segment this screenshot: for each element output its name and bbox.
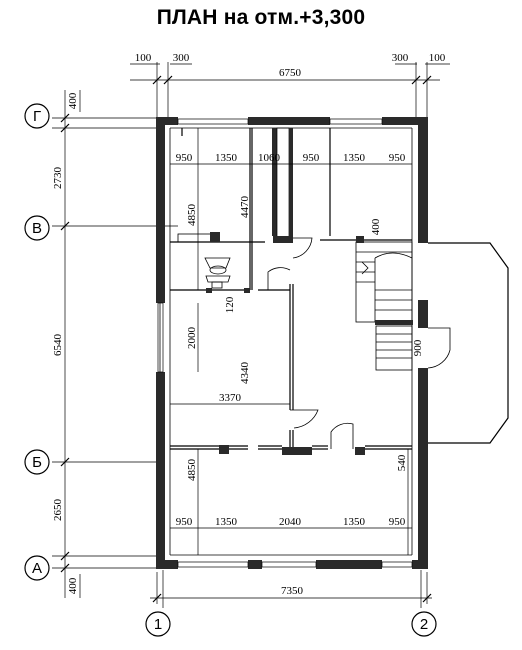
dim-left-2730: 2730 — [52, 167, 64, 190]
axis-lines — [52, 62, 450, 608]
axis-label-g: Г — [33, 108, 41, 125]
dim-v-400: 400 — [370, 218, 382, 235]
dim-upper-950-2: 950 — [303, 152, 320, 164]
dim-v-4470: 4470 — [239, 196, 251, 219]
washbasin — [204, 257, 231, 269]
axis-bubble-g — [24, 103, 50, 129]
toilet — [205, 275, 231, 283]
axis-label-1: 1 — [154, 616, 162, 633]
dim-top-100-left: 100 — [135, 52, 152, 64]
axis-label-b: Б — [32, 454, 42, 471]
door-swing-lower — [330, 422, 354, 449]
dim-v-120: 120 — [224, 296, 236, 313]
dimension-labels: 100 300 6750 300 100 7350 400 2730 6540 … — [52, 52, 446, 597]
dim-lower-1350-1: 1350 — [215, 516, 238, 528]
dim-top-300-right: 300 — [392, 52, 409, 64]
dim-lower-950-2: 950 — [389, 516, 406, 528]
dim-corridor-3370: 3370 — [219, 392, 242, 404]
inner-dimension-lines — [170, 128, 412, 555]
dim-v-4850-upper: 4850 — [186, 204, 198, 227]
porch-outline — [428, 242, 509, 444]
dim-upper-950-1: 950 — [176, 152, 193, 164]
dim-top-100-right: 100 — [429, 52, 446, 64]
dim-v-540: 540 — [396, 454, 408, 471]
axis-label-2: 2 — [420, 616, 428, 633]
door-swing-corridor — [267, 267, 291, 290]
axis-bubble-a — [24, 555, 50, 581]
bathroom-fixtures — [177, 232, 231, 289]
bathtub-edge — [177, 233, 215, 243]
door-swing-hall — [292, 237, 313, 259]
dim-v-4850-lower: 4850 — [186, 459, 198, 482]
dim-upper-1350-2: 1350 — [343, 152, 366, 164]
axis-label-a: А — [32, 560, 42, 577]
interior-partitions — [170, 127, 451, 455]
dim-bottom-7350: 7350 — [281, 585, 304, 597]
exterior-walls — [156, 117, 428, 569]
axis-bubbles: Г В Б А 1 2 — [24, 103, 437, 637]
dim-upper-1060: 1060 — [258, 152, 281, 164]
dim-left-400-bottom: 400 — [67, 577, 79, 594]
axis-label-v: В — [32, 220, 42, 237]
plan-title: ПЛАН на отм.+3,300 — [156, 6, 366, 29]
dim-left-6540: 6540 — [52, 334, 64, 357]
staircase — [355, 236, 413, 371]
dim-lower-950-1: 950 — [176, 516, 193, 528]
door-swing-room — [290, 409, 319, 429]
axis-bubble-1 — [145, 611, 171, 637]
dim-v-2000: 2000 — [186, 327, 198, 350]
axis-bubble-2 — [411, 611, 437, 637]
dim-lower-2040: 2040 — [279, 516, 302, 528]
dim-upper-950-3: 950 — [389, 152, 406, 164]
axis-bubble-b — [24, 449, 50, 475]
dim-top-6750: 6750 — [279, 67, 302, 79]
dim-left-2650: 2650 — [52, 499, 64, 522]
door-swing-exterior — [427, 327, 451, 369]
dim-lower-1350-2: 1350 — [343, 516, 366, 528]
dim-upper-1350-1: 1350 — [215, 152, 238, 164]
dim-v-900: 900 — [412, 339, 424, 356]
axis-bubble-v — [24, 215, 50, 241]
dim-top-300-left: 300 — [173, 52, 190, 64]
dim-v-4340: 4340 — [239, 362, 251, 385]
stair-arrow — [361, 261, 369, 275]
dim-left-400-top: 400 — [67, 92, 79, 109]
